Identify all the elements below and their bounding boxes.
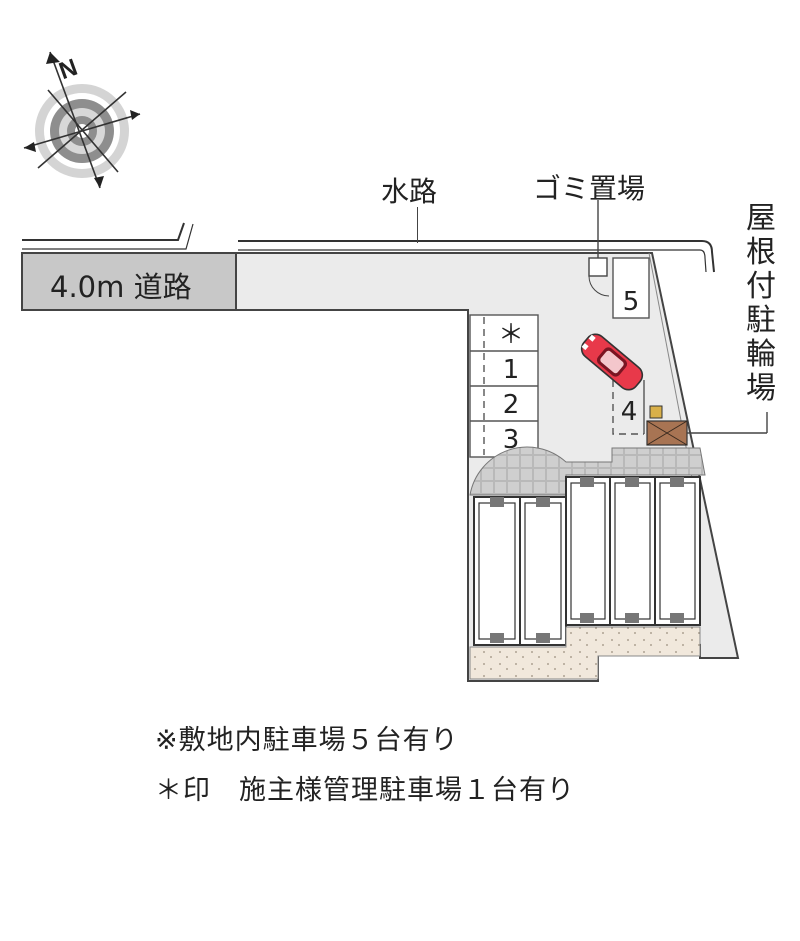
parking-slot-star: ＊ <box>498 320 524 350</box>
parking-slot-2: 2 <box>503 390 520 420</box>
waterway <box>22 222 715 273</box>
garbage-label: ゴミ置場 <box>533 172 646 205</box>
note-parking-count: ※敷地内駐車場５台有り <box>155 725 459 756</box>
car-icon <box>580 333 644 391</box>
garden-strip <box>469 626 701 680</box>
road-label: 4.0m 道路 <box>50 270 192 304</box>
building <box>473 476 701 646</box>
tiled-walkway <box>469 446 706 496</box>
parking-slot-1: 1 <box>503 355 520 385</box>
note-owner-parking: ＊印 施主様管理駐車場１台有り <box>155 775 575 806</box>
north-label: N <box>56 54 82 85</box>
building-notches <box>490 477 684 643</box>
bike-parking-label: 屋根付駐輪場 <box>746 201 776 406</box>
waterway-label: 水路 <box>381 175 438 208</box>
parking-area-left <box>469 314 539 458</box>
parking-slot-3: 3 <box>503 425 520 455</box>
parking-slot-4: 4 <box>621 397 638 427</box>
parking-slot-4-box <box>612 380 645 435</box>
garbage-area <box>588 200 610 297</box>
compass-rose-icon <box>23 51 141 189</box>
parking-slot-5: 5 <box>623 287 640 317</box>
parking-slot-5-box <box>612 257 650 319</box>
waterway-leader <box>417 207 418 243</box>
bike-shelter <box>646 405 768 446</box>
